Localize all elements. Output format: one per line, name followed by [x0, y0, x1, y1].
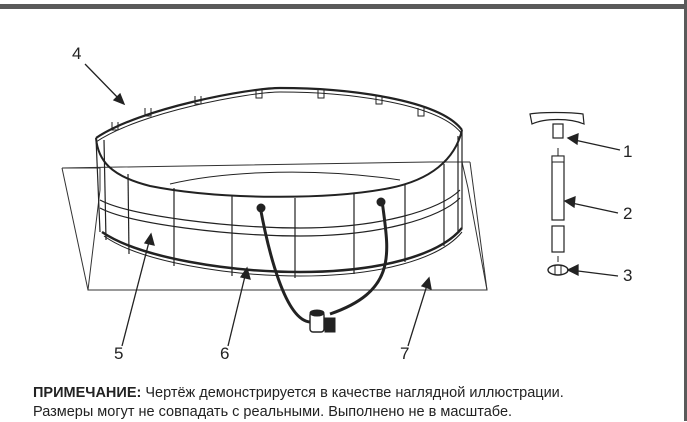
pool-top-rail [95, 86, 463, 139]
hose-left [258, 205, 311, 324]
callout-1: 1 [623, 142, 633, 161]
note-heading: ПРИМЕЧАНИЕ: [33, 385, 142, 401]
callout-6: 6 [220, 344, 230, 363]
vertical-leg-part [551, 155, 565, 221]
disclaimer-note: ПРИМЕЧАНИЕ: Чертёж демонстрируется в кач… [33, 384, 673, 422]
callout-3: 3 [623, 266, 633, 285]
page-right-rule [684, 0, 687, 421]
t-connector-part [529, 111, 585, 125]
note-line-1: Чертёж демонстрируется в качестве нагляд… [141, 385, 564, 401]
hose-right [329, 199, 389, 316]
callout-7: 7 [400, 344, 410, 363]
note-line-2: Размеры могут не совпадать с реальными. … [33, 404, 513, 420]
callout-5: 5 [114, 344, 124, 363]
page-top-rule [0, 4, 687, 9]
foot-cap-part [547, 264, 569, 276]
callout-4: 4 [72, 44, 82, 63]
callout-2: 2 [623, 204, 633, 223]
